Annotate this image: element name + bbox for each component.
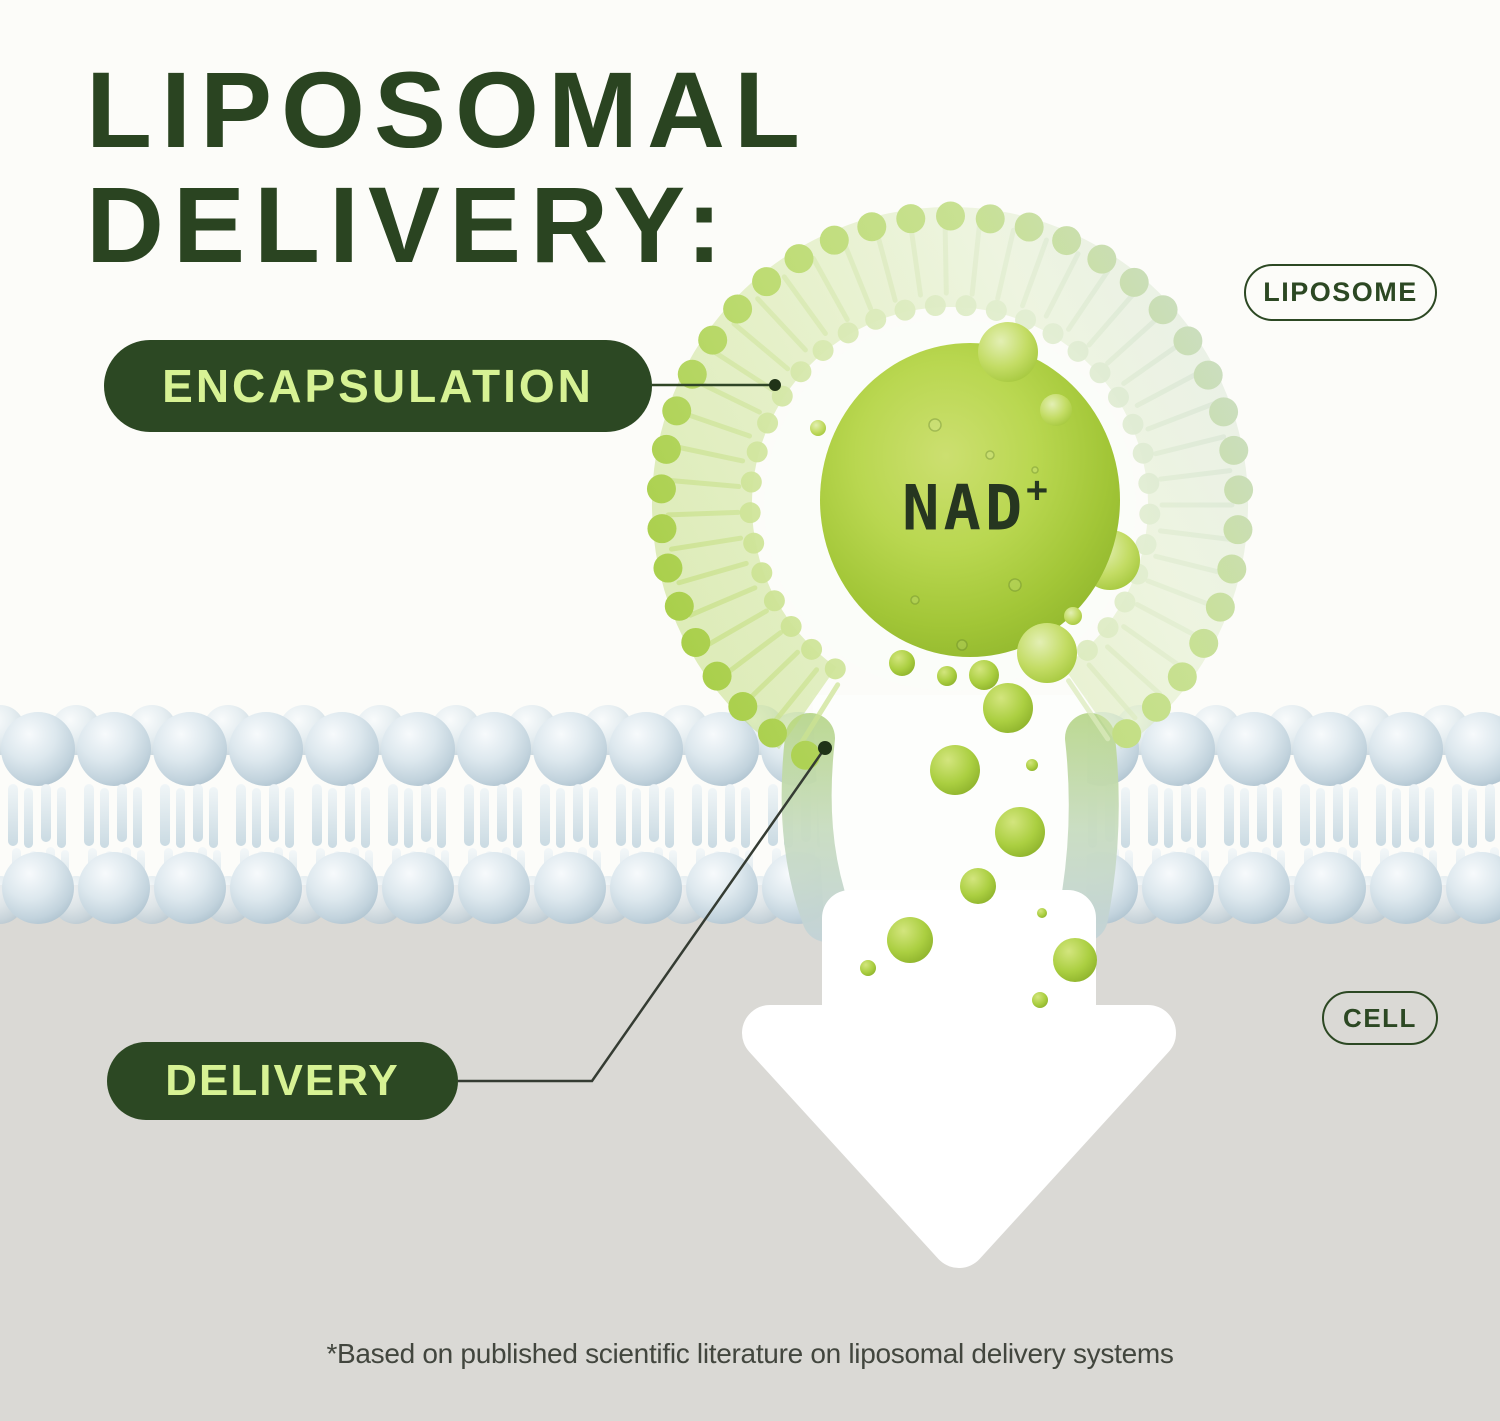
- cell-label-pill: CELL: [1322, 991, 1438, 1045]
- encapsulation-label-pill: ENCAPSULATION: [104, 340, 652, 432]
- nad-charge: +: [1026, 469, 1048, 511]
- liposome-ring: [646, 201, 1254, 770]
- nad-name: NAD: [902, 471, 1027, 545]
- cell-label: CELL: [1343, 1002, 1417, 1033]
- nad-droplet-trail: [860, 745, 1097, 1008]
- liposome-label-pill: LIPOSOME: [1244, 264, 1437, 321]
- encapsulation-label: ENCAPSULATION: [162, 360, 594, 412]
- delivery-pointer-line: [458, 741, 832, 1083]
- liposome-label: LIPOSOME: [1263, 277, 1418, 307]
- footnote: *Based on published scientific literatur…: [326, 1338, 1174, 1369]
- nad-molecule-label: NAD+: [902, 469, 1048, 545]
- down-arrow: [742, 890, 1176, 1268]
- background-cell-interior: [0, 885, 1500, 1421]
- delivery-label-pill: DELIVERY: [107, 1042, 458, 1120]
- nad-droplet: [810, 322, 1140, 733]
- cell-membrane: [0, 702, 1500, 925]
- page-title: LIPOSOMAL DELIVERY:: [86, 52, 809, 282]
- encapsulation-pointer-line: [652, 379, 781, 391]
- page-title-line2: DELIVERY:: [86, 164, 732, 286]
- page-title-line1: LIPOSOMAL: [86, 49, 809, 171]
- membrane-channel: [812, 695, 1088, 925]
- liposome-neck-right: [1058, 713, 1119, 942]
- delivery-label: DELIVERY: [165, 1056, 400, 1105]
